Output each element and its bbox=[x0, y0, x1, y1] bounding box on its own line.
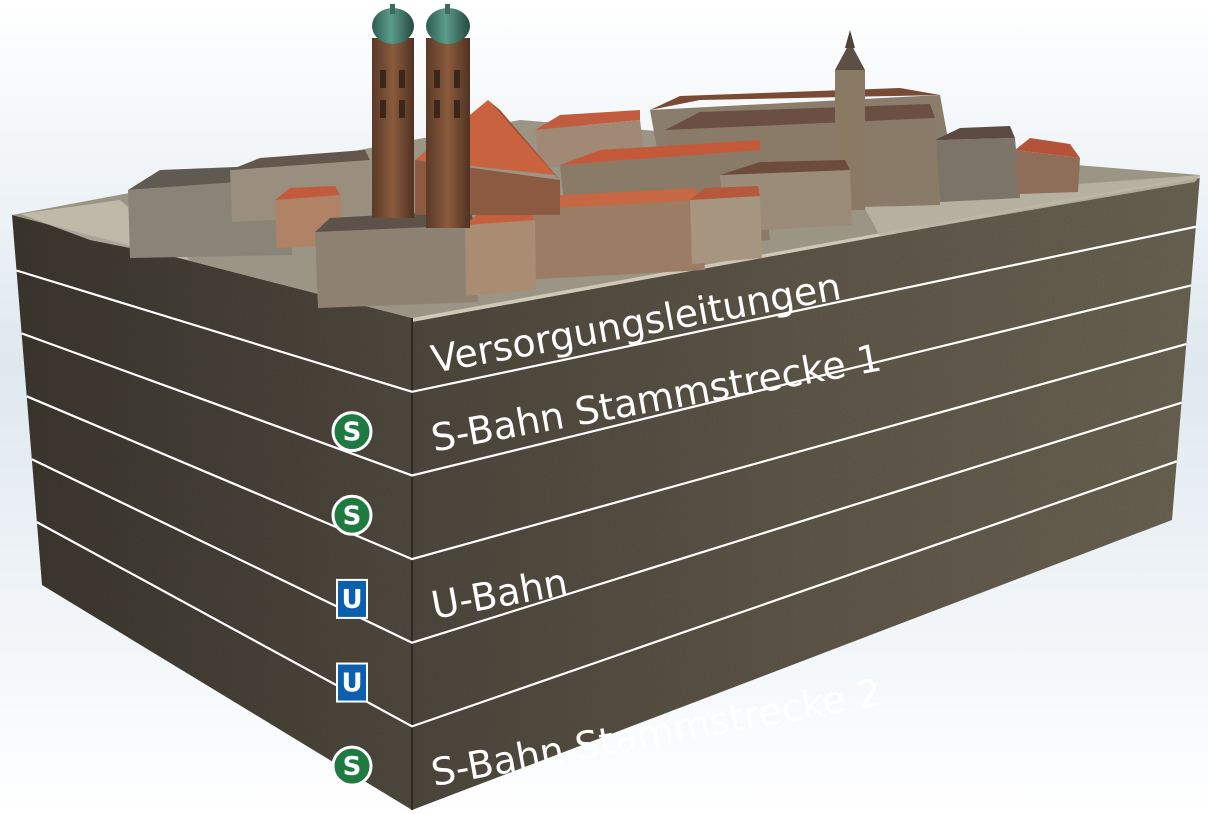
layer-dividers bbox=[16, 225, 1197, 728]
roof bbox=[560, 140, 760, 165]
cathedral-roof bbox=[488, 100, 560, 180]
building-block bbox=[690, 196, 762, 264]
layer-divider bbox=[16, 225, 1197, 393]
block-left-face bbox=[12, 215, 412, 810]
roof bbox=[650, 88, 940, 110]
building-block bbox=[465, 220, 536, 296]
dome-tip bbox=[390, 4, 395, 14]
cathedral-tower-left bbox=[372, 38, 414, 218]
s-bahn-badge-circle bbox=[331, 494, 373, 536]
roof bbox=[275, 186, 340, 200]
badge-letter: S bbox=[343, 752, 362, 782]
badge-letter: U bbox=[341, 669, 362, 699]
cathedral-tower-right bbox=[426, 38, 470, 228]
tower-window bbox=[454, 70, 460, 88]
u-bahn-icon: U bbox=[336, 578, 368, 619]
badge-letter: U bbox=[341, 585, 362, 615]
roof bbox=[1015, 138, 1080, 158]
layer-divider bbox=[31, 401, 1182, 644]
tower-dome bbox=[426, 8, 470, 44]
s-bahn-icon: S bbox=[331, 411, 373, 453]
tower-spire bbox=[835, 42, 865, 70]
s-bahn-badge-circle bbox=[331, 411, 373, 453]
tower-dome bbox=[372, 8, 414, 44]
s-bahn-badge-circle bbox=[331, 745, 373, 787]
building-block bbox=[1015, 150, 1080, 194]
block-front-face bbox=[412, 175, 1200, 810]
u-bahn-badge-square bbox=[336, 578, 368, 619]
roof bbox=[230, 150, 370, 170]
building-block bbox=[935, 138, 1020, 202]
s-bahn-icon: S bbox=[331, 494, 373, 536]
s-bahn-icon: S bbox=[331, 745, 373, 787]
plaza-right bbox=[860, 175, 1200, 236]
roof bbox=[720, 160, 850, 175]
dome-tip bbox=[445, 4, 450, 14]
tower-window bbox=[399, 70, 405, 88]
layer-divider bbox=[36, 460, 1178, 728]
badge-letter: S bbox=[343, 501, 362, 531]
layer-divider bbox=[26, 342, 1187, 561]
tower-window bbox=[399, 100, 405, 118]
tower-window bbox=[454, 100, 460, 118]
layer-divider bbox=[21, 284, 1192, 477]
line-badges: S S U U S bbox=[331, 411, 373, 787]
roof bbox=[935, 126, 1015, 140]
old-town-buildings bbox=[128, 4, 1080, 308]
u-bahn-icon: U bbox=[336, 662, 368, 703]
badge-letter: S bbox=[343, 418, 362, 448]
u-bahn-badge-square bbox=[336, 662, 368, 703]
tower-window bbox=[380, 70, 386, 88]
tower-window bbox=[380, 100, 386, 118]
tower-spire bbox=[845, 30, 855, 48]
roof bbox=[535, 110, 640, 130]
building-block bbox=[515, 200, 705, 280]
tower-window bbox=[434, 100, 440, 118]
building-block bbox=[315, 225, 478, 308]
roof bbox=[515, 188, 700, 210]
roof bbox=[665, 104, 935, 130]
tower-window bbox=[434, 70, 440, 88]
roof bbox=[690, 186, 760, 200]
